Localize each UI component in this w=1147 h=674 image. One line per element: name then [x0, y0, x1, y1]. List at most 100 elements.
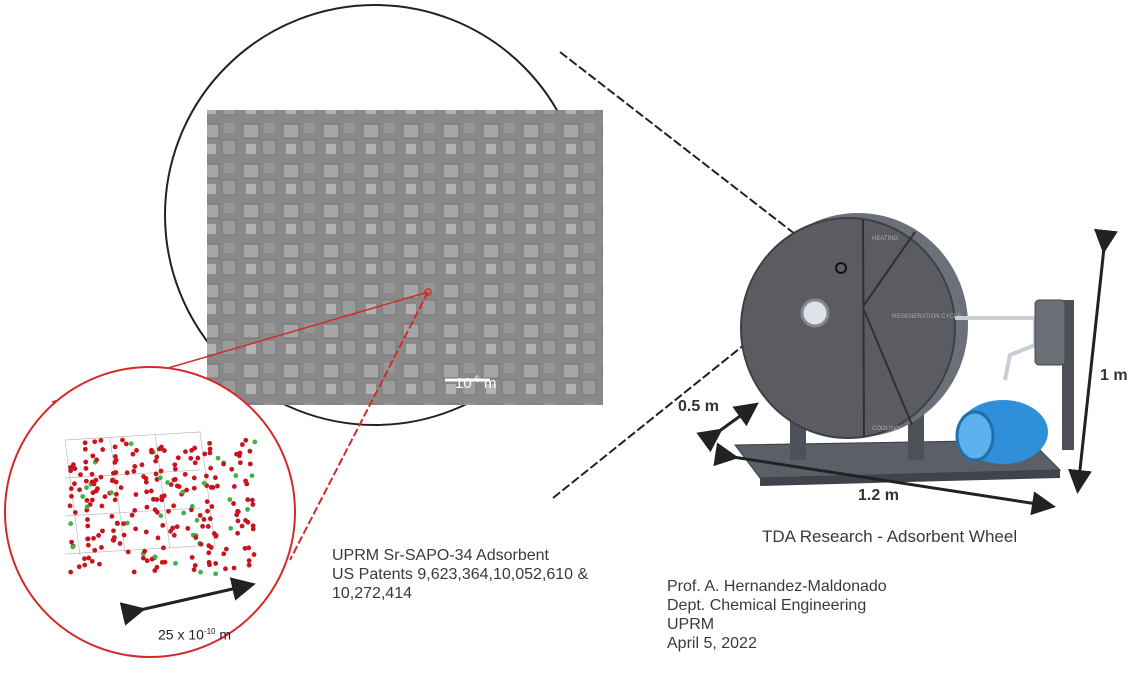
- lattice-atom: [247, 448, 253, 454]
- lattice-atom: [243, 478, 249, 484]
- author-department: Dept. Chemical Engineering: [667, 597, 867, 614]
- lattice-atom: [111, 470, 116, 476]
- lattice-atom: [140, 555, 146, 561]
- depth-label: 0.5 m: [678, 398, 719, 415]
- lattice-atom: [85, 523, 91, 529]
- lattice-atom: [98, 438, 104, 443]
- lattice-atom: [189, 554, 195, 560]
- lattice-atom: [171, 532, 177, 538]
- lattice-atom: [247, 461, 253, 467]
- lattice-atom: [231, 484, 237, 489]
- lattice-atom: [97, 561, 102, 567]
- lattice-atom: [200, 523, 206, 529]
- lattice-atom: [118, 485, 124, 491]
- lattice-atom: [194, 517, 200, 523]
- lattice-atom: [158, 513, 164, 519]
- lattice-atom: [113, 491, 119, 497]
- lattice-atom: [96, 533, 101, 538]
- lattice-atom: [92, 439, 98, 445]
- lattice-atom: [154, 564, 160, 570]
- lattice-atom: [115, 521, 120, 527]
- lattice-atom: [174, 483, 180, 489]
- lattice-atom: [152, 554, 158, 560]
- lattice-atom: [131, 569, 137, 575]
- lattice-atom: [143, 529, 149, 535]
- lattice-atom: [213, 533, 219, 539]
- lattice-atom: [113, 479, 119, 485]
- lattice-atom: [100, 447, 106, 452]
- lattice-atom: [242, 545, 248, 551]
- zoom-line-bottom: [289, 291, 429, 561]
- lattice-atom: [72, 510, 78, 515]
- lattice-atom: [90, 453, 96, 459]
- lattice-atom: [83, 466, 89, 471]
- lattice-atom: [157, 475, 163, 481]
- lattice-atom: [250, 526, 256, 532]
- lattice-atom: [84, 485, 89, 491]
- lattice-atom: [82, 556, 87, 562]
- lattice-atom: [102, 494, 108, 499]
- lattice-atom: [133, 526, 139, 532]
- lattice-atom: [124, 520, 130, 526]
- lattice-atom: [144, 504, 150, 510]
- lattice-atom: [148, 488, 154, 494]
- lattice-atom: [128, 441, 134, 447]
- lattice-atom: [72, 481, 77, 487]
- adsorbent-title: UPRM Sr-SAPO-34 Adsorbent: [332, 547, 549, 564]
- lattice-atom: [82, 562, 88, 568]
- lattice-atom: [89, 497, 95, 503]
- lattice-atom: [192, 563, 198, 568]
- lattice-atom: [173, 560, 178, 566]
- lattice-atom: [193, 535, 199, 540]
- lattice-atom: [188, 507, 194, 513]
- lattice-atom: [92, 547, 98, 553]
- lattice-atom: [204, 499, 210, 504]
- lattice-atom: [182, 471, 188, 477]
- lattice-atom: [121, 521, 127, 527]
- lattice-atom: [158, 468, 164, 474]
- lattice-atom: [234, 512, 240, 518]
- lattice-atom: [174, 524, 180, 530]
- lattice-atom: [245, 497, 251, 503]
- lattice-atom: [77, 487, 82, 493]
- lattice-atom: [68, 521, 74, 527]
- lattice-atom: [208, 545, 214, 550]
- lattice-atom: [133, 492, 139, 497]
- lattice-atom: [121, 532, 127, 538]
- lattice-atom: [85, 517, 90, 522]
- lattice-atom: [201, 517, 207, 522]
- lattice-atom: [221, 551, 227, 557]
- lattice-atom: [198, 569, 203, 575]
- lattice-atom: [237, 453, 242, 459]
- lattice-atom: [235, 530, 241, 536]
- lattice-atom: [142, 548, 148, 554]
- crystal-structure: [64, 430, 258, 577]
- lattice-atom: [99, 545, 104, 550]
- lattice-atom: [82, 440, 88, 446]
- lattice-atom: [141, 474, 147, 479]
- height-label: 1 m: [1100, 367, 1128, 384]
- lattice-atom: [149, 447, 154, 453]
- lattice-atom: [231, 565, 237, 571]
- lattice-atom: [113, 457, 119, 463]
- lattice-atom: [215, 455, 221, 461]
- lattice-atom: [181, 510, 187, 516]
- lattice-atom: [166, 508, 171, 514]
- lattice-atom: [155, 535, 161, 541]
- lattice-atom: [150, 496, 156, 502]
- lattice-atom: [154, 497, 160, 502]
- lattice-atom: [161, 545, 166, 551]
- lattice-atom: [165, 480, 171, 485]
- length-label: 1.2 m: [858, 487, 899, 504]
- lattice-atom: [89, 471, 95, 477]
- lattice-atom: [239, 523, 245, 529]
- lattice-atom: [124, 470, 130, 476]
- height-arrow: [1068, 228, 1118, 494]
- lattice-atom: [93, 477, 99, 483]
- depth-arrow: [696, 402, 759, 453]
- lattice-atom: [129, 512, 135, 518]
- lattice-atom: [172, 462, 178, 468]
- lattice-atom: [130, 451, 136, 457]
